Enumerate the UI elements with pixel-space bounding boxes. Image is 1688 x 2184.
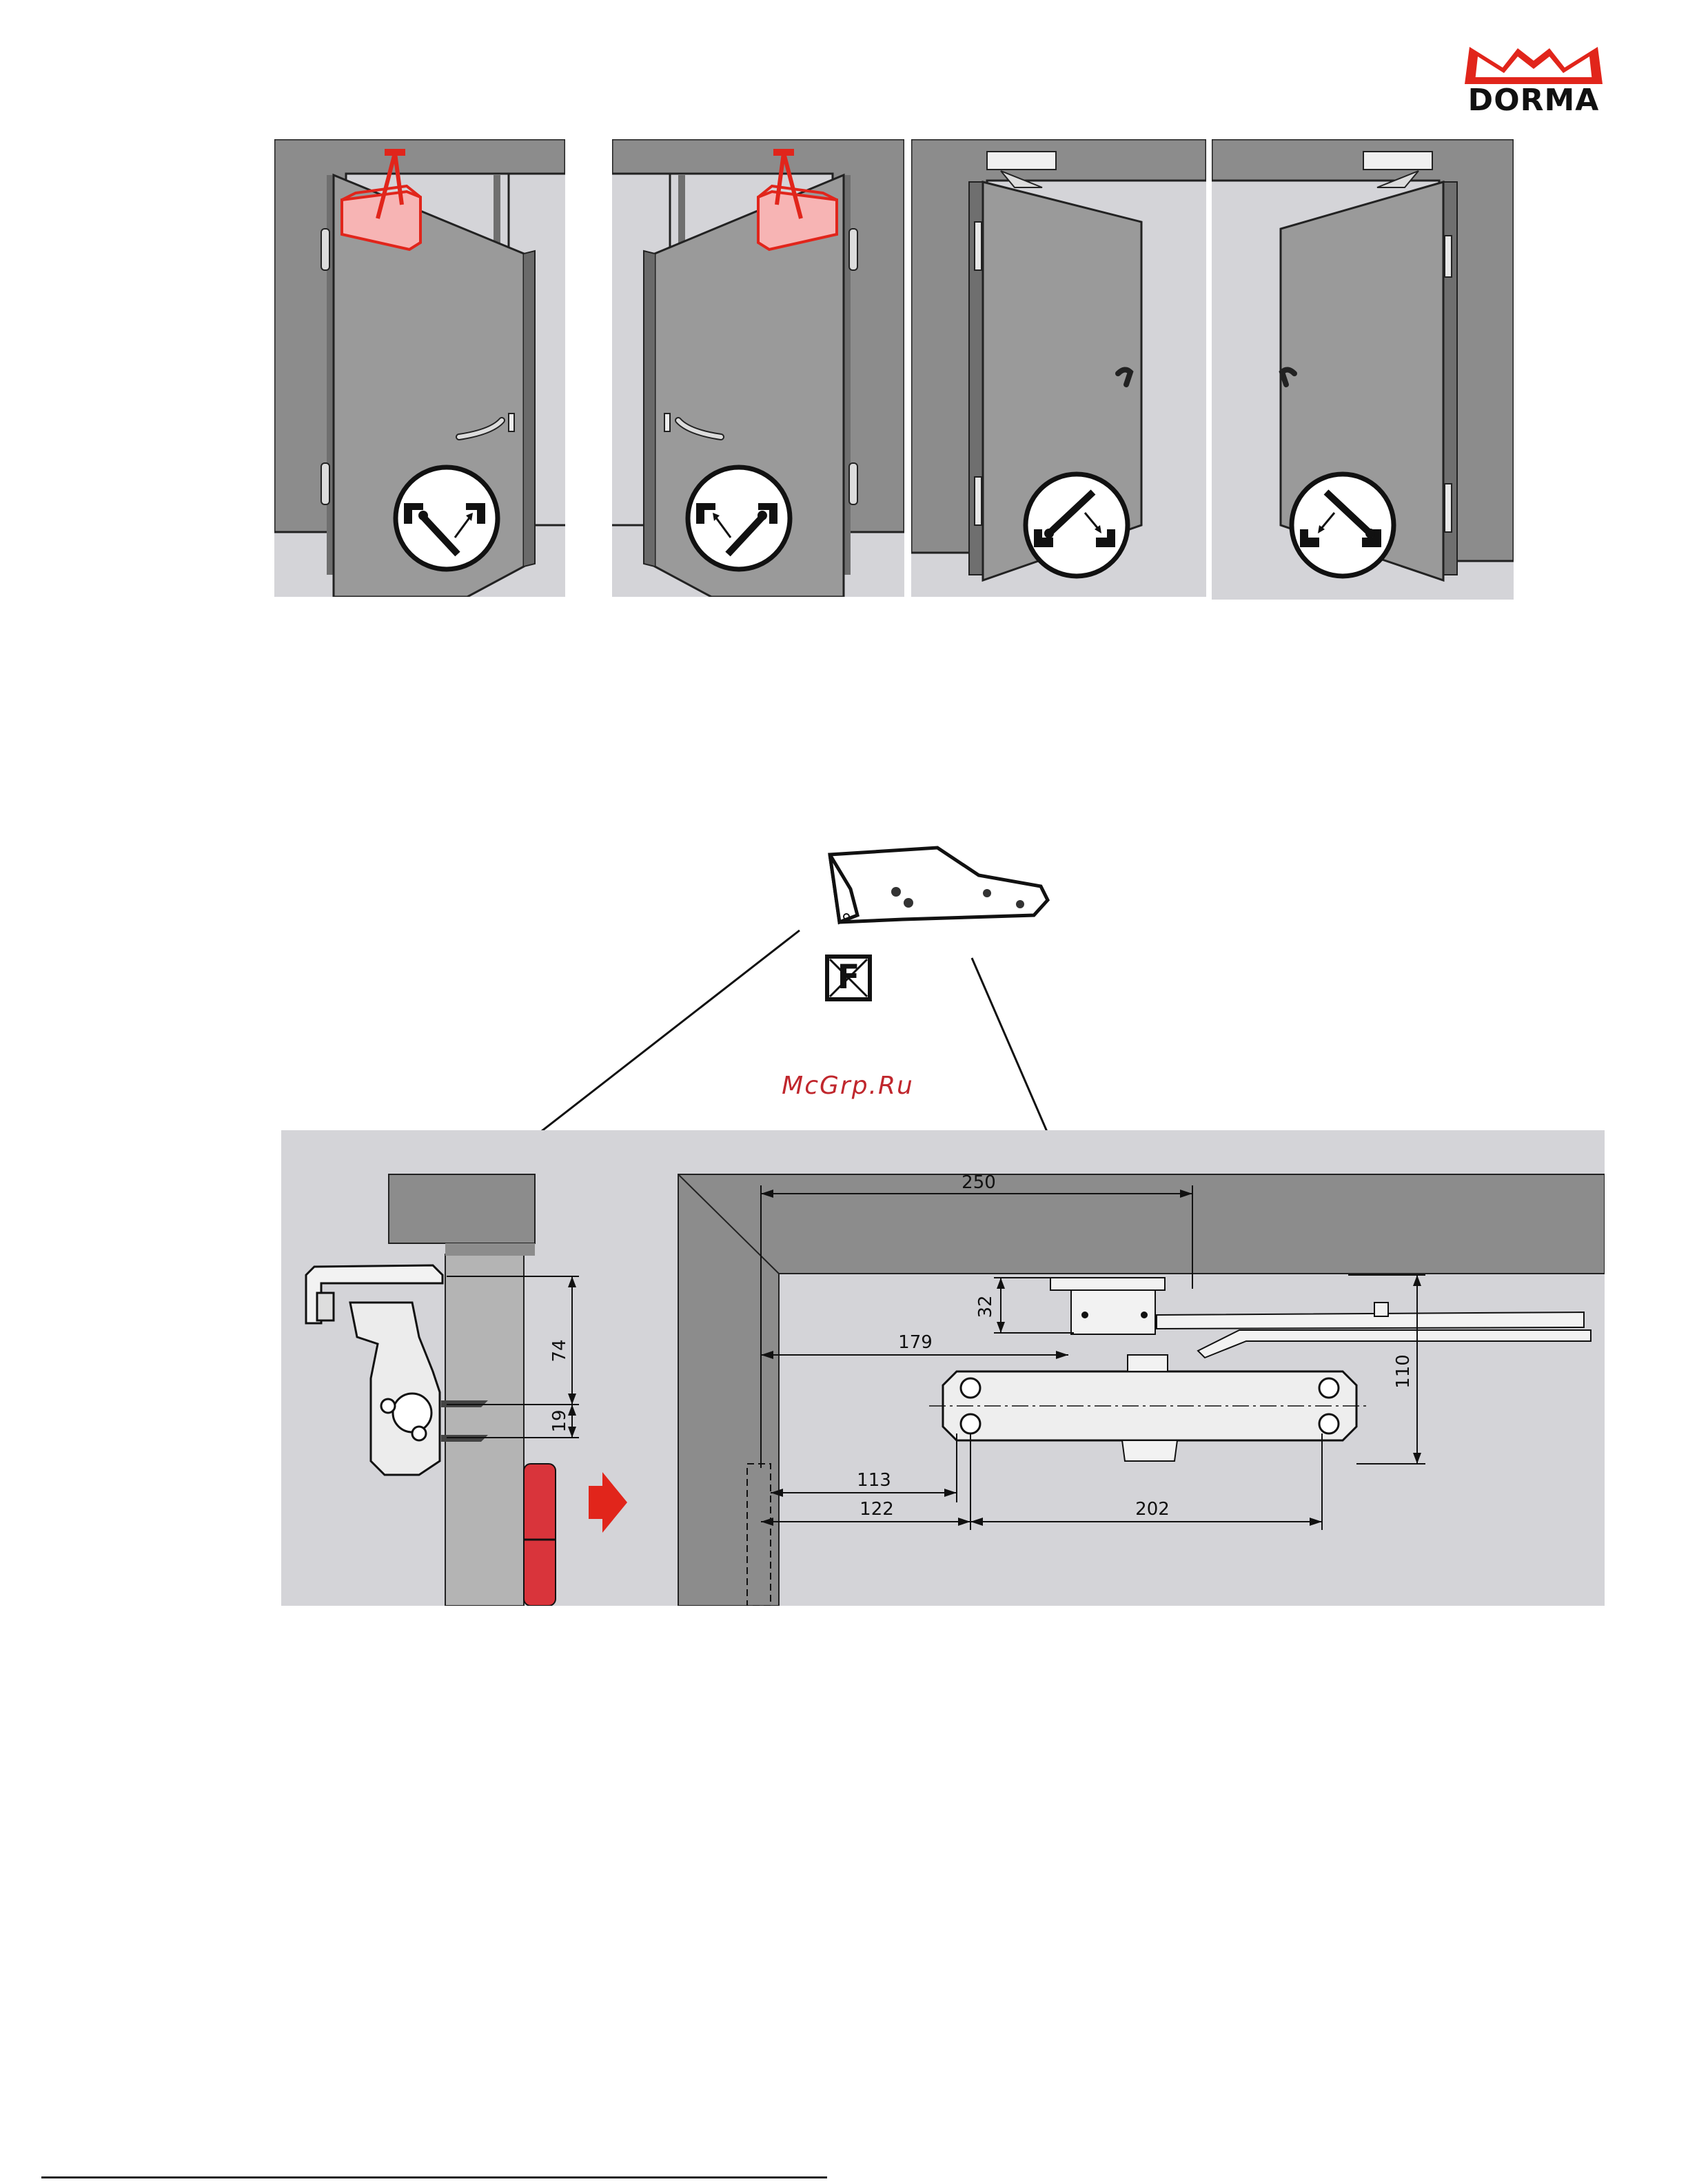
installation-drawing: 74 19 250 [281, 1130, 1605, 1606]
dim-110: 110 [1393, 1354, 1414, 1389]
dim-179: 179 [898, 1332, 933, 1353]
dim-74: 74 [549, 1339, 570, 1362]
footer-rule [41, 2176, 827, 2178]
dim-122: 122 [860, 1499, 894, 1520]
dim-113: 113 [857, 1470, 891, 1491]
dim-19: 19 [549, 1409, 570, 1432]
dim-250: 250 [962, 1172, 996, 1193]
watermark: McGrp.Ru [724, 1072, 972, 1100]
dim-202: 202 [1135, 1499, 1170, 1520]
red-arrow-icon [589, 1472, 627, 1533]
dim-32: 32 [975, 1295, 996, 1318]
